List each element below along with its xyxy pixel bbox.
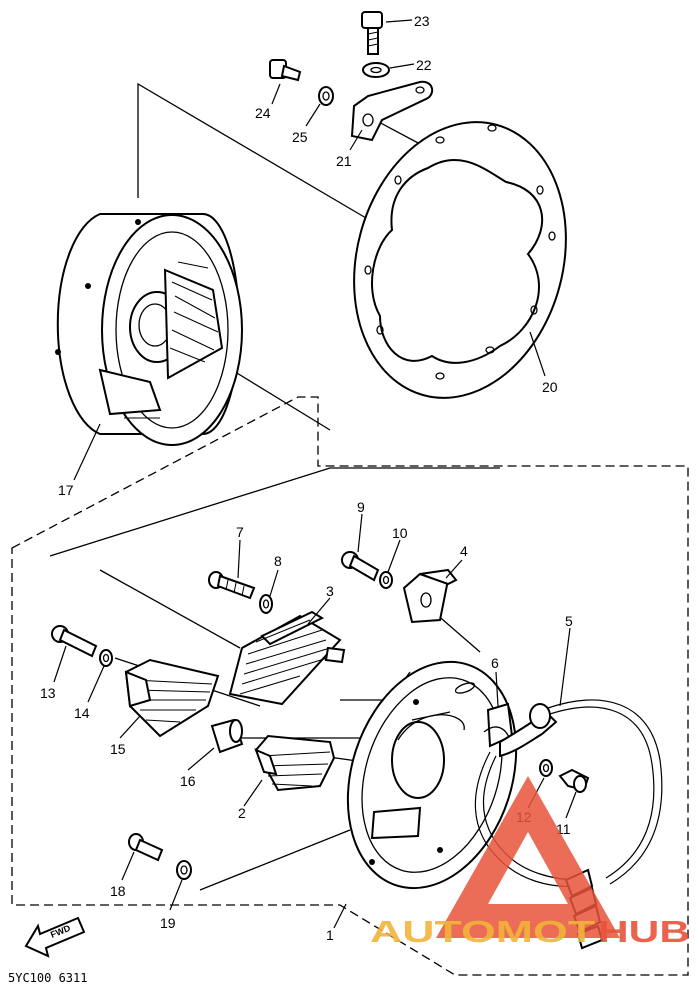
bolt-24 bbox=[269, 59, 302, 82]
callout-9: 9 bbox=[357, 499, 365, 515]
forward-direction-arrow: FWD bbox=[24, 916, 86, 958]
washer-22 bbox=[362, 62, 390, 78]
screw-18 bbox=[128, 833, 164, 862]
wire-bracket bbox=[350, 80, 434, 142]
callout-5: 5 bbox=[565, 613, 573, 629]
callout-4: 4 bbox=[460, 543, 468, 559]
callout-16: 16 bbox=[180, 773, 196, 789]
leader-lines bbox=[53, 19, 577, 929]
callout-22: 22 bbox=[416, 57, 432, 73]
screw-11 bbox=[558, 768, 590, 793]
callout-6: 6 bbox=[491, 655, 499, 671]
charging-coil bbox=[254, 734, 336, 792]
washer-12 bbox=[539, 759, 553, 777]
lighting-coil bbox=[124, 658, 220, 738]
callout-1: 1 bbox=[326, 927, 334, 943]
callout-10: 10 bbox=[392, 525, 408, 541]
callout-17: 17 bbox=[58, 482, 74, 498]
callout-21: 21 bbox=[336, 153, 352, 169]
washer-19 bbox=[176, 860, 192, 880]
watermark-text-automot: AUTOMOT bbox=[370, 914, 595, 949]
washer-8 bbox=[259, 594, 273, 614]
callout-20: 20 bbox=[542, 379, 558, 395]
nut-25 bbox=[318, 86, 334, 106]
callout-7: 7 bbox=[236, 524, 244, 540]
callout-15: 15 bbox=[110, 741, 126, 757]
washer-14 bbox=[99, 649, 113, 667]
screw-9 bbox=[341, 551, 380, 582]
callout-24: 24 bbox=[255, 105, 271, 121]
screw-7 bbox=[208, 571, 256, 600]
watermark-triangle-logo bbox=[436, 776, 620, 938]
washer-10 bbox=[379, 571, 393, 589]
ignition-coil bbox=[228, 610, 346, 706]
callout-14: 14 bbox=[74, 705, 90, 721]
diagram-code: 5YC100 6311 bbox=[8, 971, 87, 985]
callout-3: 3 bbox=[326, 583, 334, 599]
callout-8: 8 bbox=[274, 553, 282, 569]
callout-19: 19 bbox=[160, 915, 176, 931]
callout-13: 13 bbox=[40, 685, 56, 701]
collar-16 bbox=[210, 718, 244, 754]
automotohub-watermark: AUTOMOT HUB bbox=[370, 776, 690, 949]
gasket-ring bbox=[353, 121, 567, 399]
stator-base-plate bbox=[346, 660, 518, 890]
callout-2: 2 bbox=[238, 805, 246, 821]
assembly-boundary bbox=[11, 396, 689, 976]
flywheel-rotor bbox=[55, 213, 243, 446]
watermark-text-hub: HUB bbox=[598, 914, 690, 949]
callout-25: 25 bbox=[292, 129, 308, 145]
callout-18: 18 bbox=[110, 883, 126, 899]
bolt-23 bbox=[361, 11, 383, 55]
callout-23: 23 bbox=[414, 13, 430, 29]
screw-13 bbox=[51, 625, 98, 658]
pickup-coil bbox=[402, 568, 458, 624]
